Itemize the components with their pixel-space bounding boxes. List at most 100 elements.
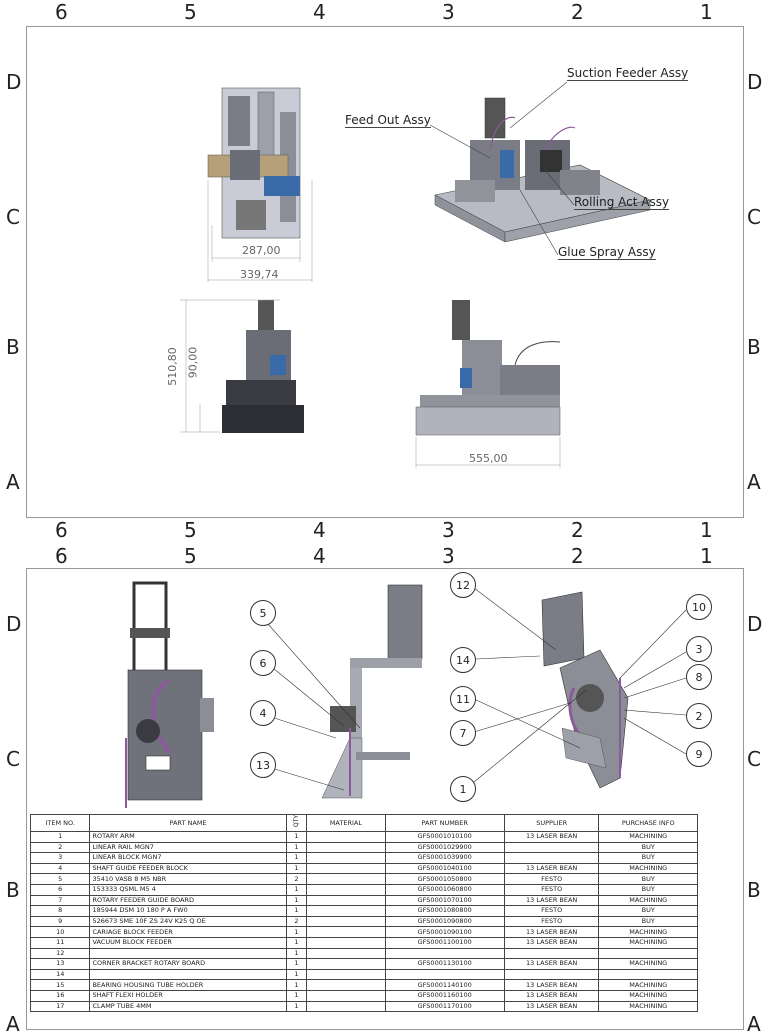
bom-cell-purchase: BUY	[598, 905, 698, 917]
col-number: 5	[184, 0, 197, 24]
row-letter: A	[747, 470, 761, 494]
bom-cell-qty: 2	[285, 915, 308, 928]
col-number: 6	[55, 544, 68, 568]
bom-cell-purchase: MACHINING	[598, 936, 698, 949]
bom-cell-item: 6	[29, 883, 91, 896]
bom-cell-supplier: 13 LASER BEAN	[503, 862, 600, 875]
bom-cell-supplier: 13 LASER BEAN	[503, 831, 600, 843]
callout-suction-feeder: Suction Feeder Assy	[567, 66, 689, 81]
col-header-supplier: SUPPLIER	[503, 814, 600, 832]
bom-cell-name: LINEAR RAIL MGN7	[89, 841, 287, 854]
col-header-purchase-info: PURCHASE INFO	[598, 814, 698, 832]
bom-cell-material	[306, 873, 386, 885]
bom-cell-name	[89, 968, 287, 981]
row-letter: C	[6, 205, 20, 229]
drawing-sheet-1: 6 5 4 3 2 1 6 5 4 3 2 1 D C B A D C B A	[6, 0, 763, 542]
bom-cell-purchase: BUY	[598, 852, 698, 864]
bom-cell-name: CLAMP TUBE 4MM	[89, 1000, 287, 1013]
bom-cell-pn: GFS0001090800	[384, 915, 505, 928]
bom-cell-purchase: MACHINING	[598, 862, 698, 875]
col-number: 4	[313, 518, 326, 542]
bom-cell-name: 526673 SME 10F ZS 24V K25 Q OE	[89, 915, 287, 928]
bom-cell-item: 1	[29, 831, 91, 843]
bom-cell-name: CORNER BRACKET ROTARY BOARD	[89, 958, 287, 970]
bom-cell-item: 11	[29, 936, 91, 949]
row-letter: A	[6, 470, 20, 494]
bom-cell-qty: 1	[285, 905, 308, 917]
bom-cell-purchase: MACHINING	[598, 926, 698, 938]
bom-cell-qty: 1	[285, 831, 308, 843]
col-header-part-name: PART NAME	[89, 814, 287, 832]
bom-cell-material	[306, 883, 386, 896]
bom-cell-item: 5	[29, 873, 91, 885]
col-number: 3	[442, 544, 455, 568]
bom-cell-qty: 1	[285, 936, 308, 949]
col-header-item: ITEM NO.	[29, 814, 91, 832]
col-number: 4	[313, 544, 326, 568]
bom-cell-supplier: 13 LASER BEAN	[503, 926, 600, 938]
dimension-287: 287,00	[242, 244, 281, 257]
callout-glue-spray: Glue Spray Assy	[558, 245, 656, 260]
col-number: 3	[442, 0, 455, 24]
bom-cell-item: 13	[29, 958, 91, 970]
bom-header-row: ITEM NO. PART NAME QTY MATERIAL PART NUM…	[29, 814, 698, 832]
col-number: 1	[700, 0, 713, 24]
bom-cell-name: 35410 VASB 8 M5 NBR	[89, 873, 287, 885]
bom-cell-item: 10	[29, 926, 91, 938]
bom-cell-item: 7	[29, 894, 91, 907]
bom-cell-purchase	[598, 968, 698, 981]
bom-cell-name: LINEAR BLOCK MGN7	[89, 852, 287, 864]
bom-cell-qty: 1	[285, 841, 308, 854]
bom-cell-supplier	[503, 841, 600, 854]
callout-rolling-act: Rolling Act Assy	[574, 195, 670, 210]
col-header-material: MATERIAL	[306, 814, 386, 832]
side-view-drawing	[180, 299, 304, 433]
bom-cell-item: 8	[29, 905, 91, 917]
bom-cell-supplier: 13 LASER BEAN	[503, 1000, 600, 1013]
row-letter: D	[747, 70, 763, 94]
bom-cell-qty: 1	[285, 968, 308, 981]
bom-cell-material	[306, 958, 386, 970]
bom-cell-pn: GFS0001060800	[384, 883, 505, 896]
bom-cell-material	[306, 905, 386, 917]
bom-cell-purchase: MACHINING	[598, 958, 698, 970]
col-number: 2	[571, 544, 584, 568]
row-letter: A	[747, 1012, 761, 1036]
feeder-iso-view	[473, 587, 687, 789]
bom-cell-item: 16	[29, 989, 91, 1002]
item-balloon: 6	[250, 650, 276, 676]
bom-cell-name: BEARING HOUSING TUBE HOLDER	[89, 979, 287, 991]
bom-cell-purchase: MACHINING	[598, 1000, 698, 1013]
bom-cell-qty: 1	[285, 862, 308, 875]
bom-cell-qty: 1	[285, 947, 308, 960]
bom-cell-supplier: FESTO	[503, 915, 600, 928]
bom-cell-supplier: 13 LASER BEAN	[503, 894, 600, 907]
bom-cell-supplier: FESTO	[503, 883, 600, 896]
bom-cell-item: 9	[29, 915, 91, 928]
bom-cell-supplier: 13 LASER BEAN	[503, 979, 600, 991]
bom-cell-item: 12	[29, 947, 91, 960]
col-number: 1	[700, 544, 713, 568]
item-balloon: 2	[686, 703, 712, 729]
bom-cell-material	[306, 862, 386, 875]
col-number: 2	[571, 0, 584, 24]
bom-cell-item: 4	[29, 862, 91, 875]
row-letter: C	[747, 747, 761, 771]
bom-cell-supplier: FESTO	[503, 905, 600, 917]
bom-cell-material	[306, 1000, 386, 1013]
bom-cell-name: SHAFT FLEXI HOLDER	[89, 989, 287, 1002]
dimension-339: 339,74	[240, 268, 279, 281]
bom-cell-pn: GFS0001039900	[384, 852, 505, 864]
bom-cell-qty: 1	[285, 979, 308, 991]
bom-cell-pn: GFS0001010100	[384, 831, 505, 843]
bom-cell-material	[306, 979, 386, 991]
bom-cell-material	[306, 936, 386, 949]
